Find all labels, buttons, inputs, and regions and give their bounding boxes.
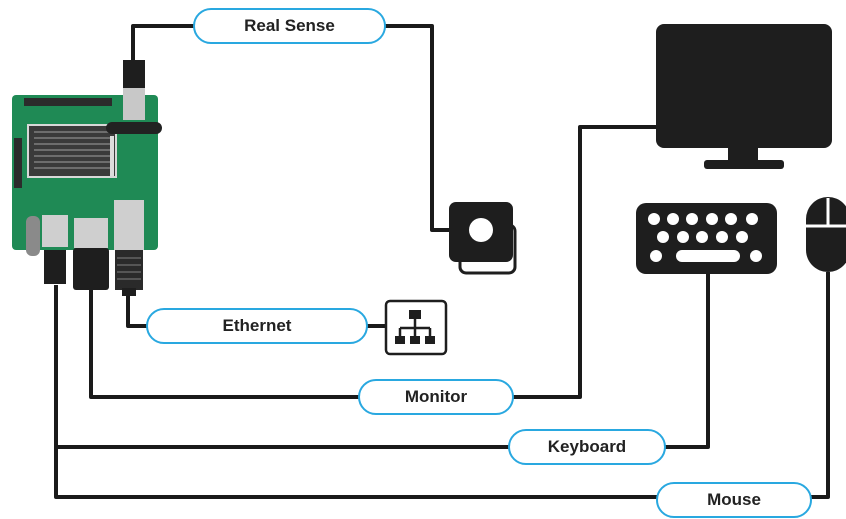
realsense-cable bbox=[131, 24, 450, 232]
raspberry-pi-board-icon bbox=[12, 60, 162, 296]
realsense-label: Real Sense bbox=[193, 8, 386, 44]
mouse-icon bbox=[806, 197, 846, 272]
realsense-camera-icon bbox=[449, 202, 517, 275]
ethernet-cable bbox=[126, 295, 386, 328]
mouse-label: Mouse bbox=[656, 482, 812, 518]
monitor-icon bbox=[656, 24, 832, 169]
monitor-cable bbox=[89, 125, 656, 399]
network-switch-icon bbox=[384, 299, 448, 356]
monitor-label: Monitor bbox=[358, 379, 514, 415]
keyboard-label: Keybo​ard bbox=[508, 429, 666, 465]
keyboard-icon bbox=[636, 203, 777, 274]
keyboard-cable bbox=[54, 272, 710, 449]
ethernet-label: Ethernet bbox=[146, 308, 368, 344]
wires bbox=[54, 24, 830, 499]
mouse-cable bbox=[54, 272, 830, 499]
